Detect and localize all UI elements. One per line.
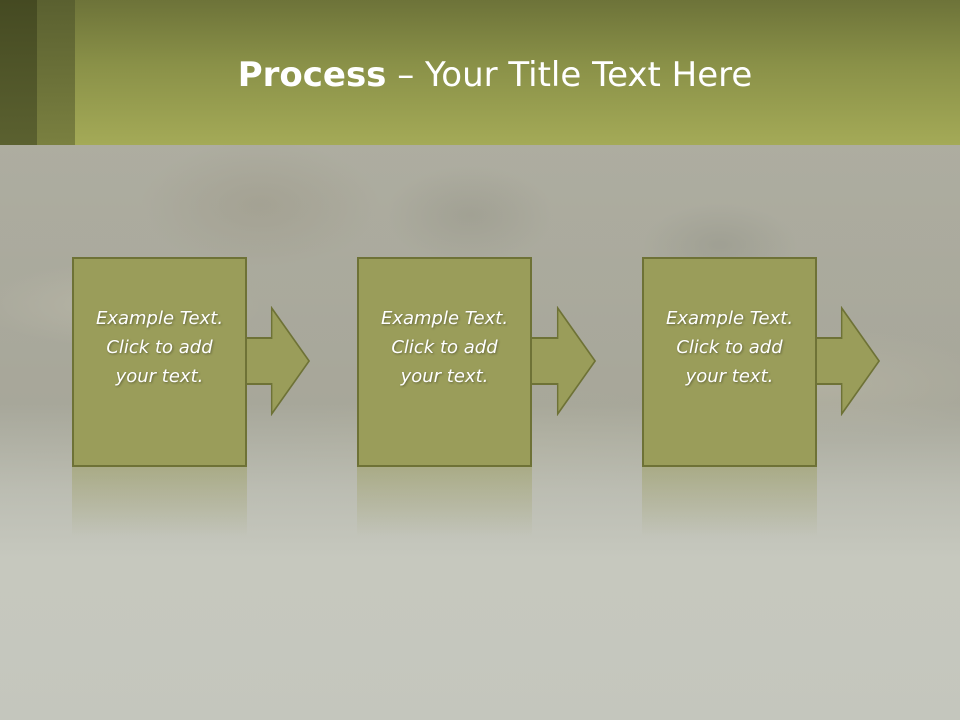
title-bold: Process bbox=[237, 55, 387, 95]
step-text-line2: Click to add bbox=[106, 336, 213, 358]
step-text-line2: Click to add bbox=[391, 336, 498, 358]
step-text[interactable]: Example Text. Click to add your text. bbox=[365, 304, 525, 391]
step-text-line3: your text. bbox=[685, 365, 774, 387]
step-text-line1: Example Text. bbox=[95, 307, 224, 329]
step-text-line1: Example Text. bbox=[665, 307, 794, 329]
step-reflection bbox=[72, 467, 247, 537]
title-rest: – Your Title Text Here bbox=[386, 55, 753, 95]
header-stripe-dark bbox=[0, 0, 37, 145]
step-text[interactable]: Example Text. Click to add your text. bbox=[650, 304, 810, 391]
arrow-right-icon bbox=[240, 306, 310, 416]
step-text-line3: your text. bbox=[115, 365, 204, 387]
step-box[interactable]: Example Text. Click to add your text. bbox=[642, 257, 817, 467]
step-text[interactable]: Example Text. Click to add your text. bbox=[80, 304, 240, 391]
header-band: Process – Your Title Text Here bbox=[0, 0, 960, 145]
process-step-1[interactable]: Example Text. Click to add your text. bbox=[72, 257, 247, 467]
step-reflection bbox=[642, 467, 817, 537]
process-step-3[interactable]: Example Text. Click to add your text. bbox=[642, 257, 817, 467]
arrow-right-icon bbox=[810, 306, 880, 416]
arrow-right-icon bbox=[526, 306, 596, 416]
step-box[interactable]: Example Text. Click to add your text. bbox=[72, 257, 247, 467]
slide-title[interactable]: Process – Your Title Text Here bbox=[75, 50, 915, 100]
process-step-2[interactable]: Example Text. Click to add your text. bbox=[357, 257, 532, 467]
step-text-line1: Example Text. bbox=[380, 307, 509, 329]
step-text-line2: Click to add bbox=[676, 336, 783, 358]
header-stripe-mid bbox=[37, 0, 75, 145]
step-reflection bbox=[357, 467, 532, 537]
step-box[interactable]: Example Text. Click to add your text. bbox=[357, 257, 532, 467]
step-text-line3: your text. bbox=[400, 365, 489, 387]
